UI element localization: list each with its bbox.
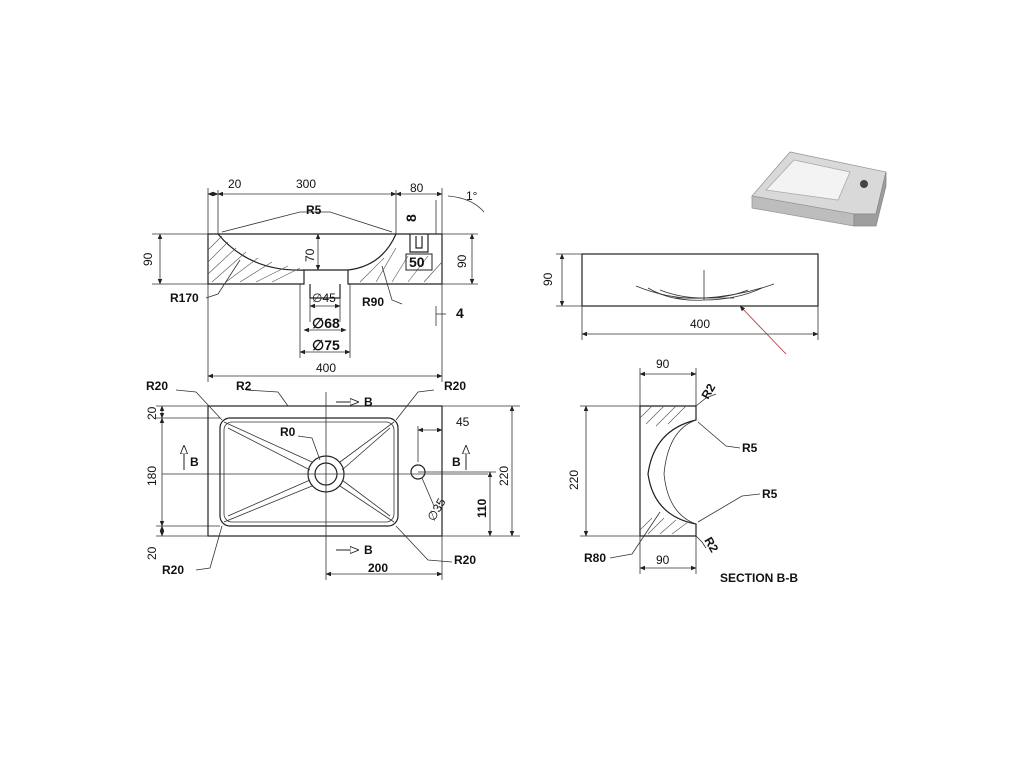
dim-220-section: 220: [567, 470, 581, 490]
dim-400-front: 400: [316, 361, 336, 375]
dim-200: 200: [368, 561, 388, 575]
dim-r5-section-bottom: R5: [762, 487, 778, 501]
dim-angle: 1°: [466, 189, 478, 203]
dim-90-section-bottom: 90: [656, 553, 670, 567]
section-marker-right: B: [452, 455, 461, 469]
dim-400-side: 400: [690, 317, 710, 331]
dim-20-bottom: 20: [145, 546, 159, 560]
dim-90-section-top: 90: [656, 357, 670, 371]
section-hatch: [639, 405, 689, 535]
dim-r20-bottom-left: R20: [162, 563, 184, 577]
section-title: SECTION B-B: [720, 571, 798, 585]
front-hatch-left: [207, 235, 443, 283]
dim-80: 80: [410, 181, 424, 195]
dim-r170: R170: [170, 291, 199, 305]
section-marker-left: B: [190, 455, 199, 469]
section-view: 90 90 220 R2 R2 R5 R5 R80 SECTION B-B: [567, 357, 798, 585]
dim-dia35: ∅35: [424, 496, 448, 524]
dim-4: 4: [456, 305, 464, 321]
section-marker-top: B: [364, 395, 373, 409]
dim-110: 110: [475, 498, 489, 518]
dim-70: 70: [303, 248, 317, 262]
dim-r2-section-top: R2: [698, 381, 718, 402]
dim-45: 45: [456, 415, 470, 429]
dim-r20-bottom-right: R20: [454, 553, 476, 567]
dim-r20-top-left: R20: [146, 379, 168, 393]
dim-90-right: 90: [455, 254, 469, 268]
side-view: 90 400: [541, 253, 819, 355]
dim-90-side: 90: [541, 272, 555, 286]
dim-20-top: 20: [145, 406, 159, 420]
dim-r80: R80: [584, 551, 606, 565]
dim-r5: R5: [306, 203, 322, 217]
dim-220-top: 220: [497, 466, 511, 486]
dim-r20-top-right: R20: [444, 379, 466, 393]
dim-r2: R2: [236, 379, 252, 393]
dim-300: 300: [296, 177, 316, 191]
dim-r0: R0: [280, 425, 296, 439]
dim-50: 50: [409, 254, 425, 270]
top-view: R20 R2 R20 R0 45 20 180 20 R20 R20 200 ∅…: [145, 379, 520, 580]
dim-90-left: 90: [141, 252, 155, 266]
dim-r5-section-top: R5: [742, 441, 758, 455]
dim-dia68: ∅68: [312, 315, 340, 331]
dim-dia75: ∅75: [312, 337, 340, 353]
dim-20: 20: [228, 177, 242, 191]
section-marker-bottom: B: [364, 543, 373, 557]
dim-r90: R90: [362, 295, 384, 309]
dim-8: 8: [403, 214, 419, 222]
front-view: 20 300 80 1° R5 8 50 70 90 90 R170 R90 ∅…: [141, 177, 485, 382]
dim-dia45: ∅45: [312, 291, 336, 305]
dim-180: 180: [145, 466, 159, 486]
basin-3d-preview: [751, 151, 887, 227]
dim-r2-section-bottom: R2: [701, 535, 721, 556]
